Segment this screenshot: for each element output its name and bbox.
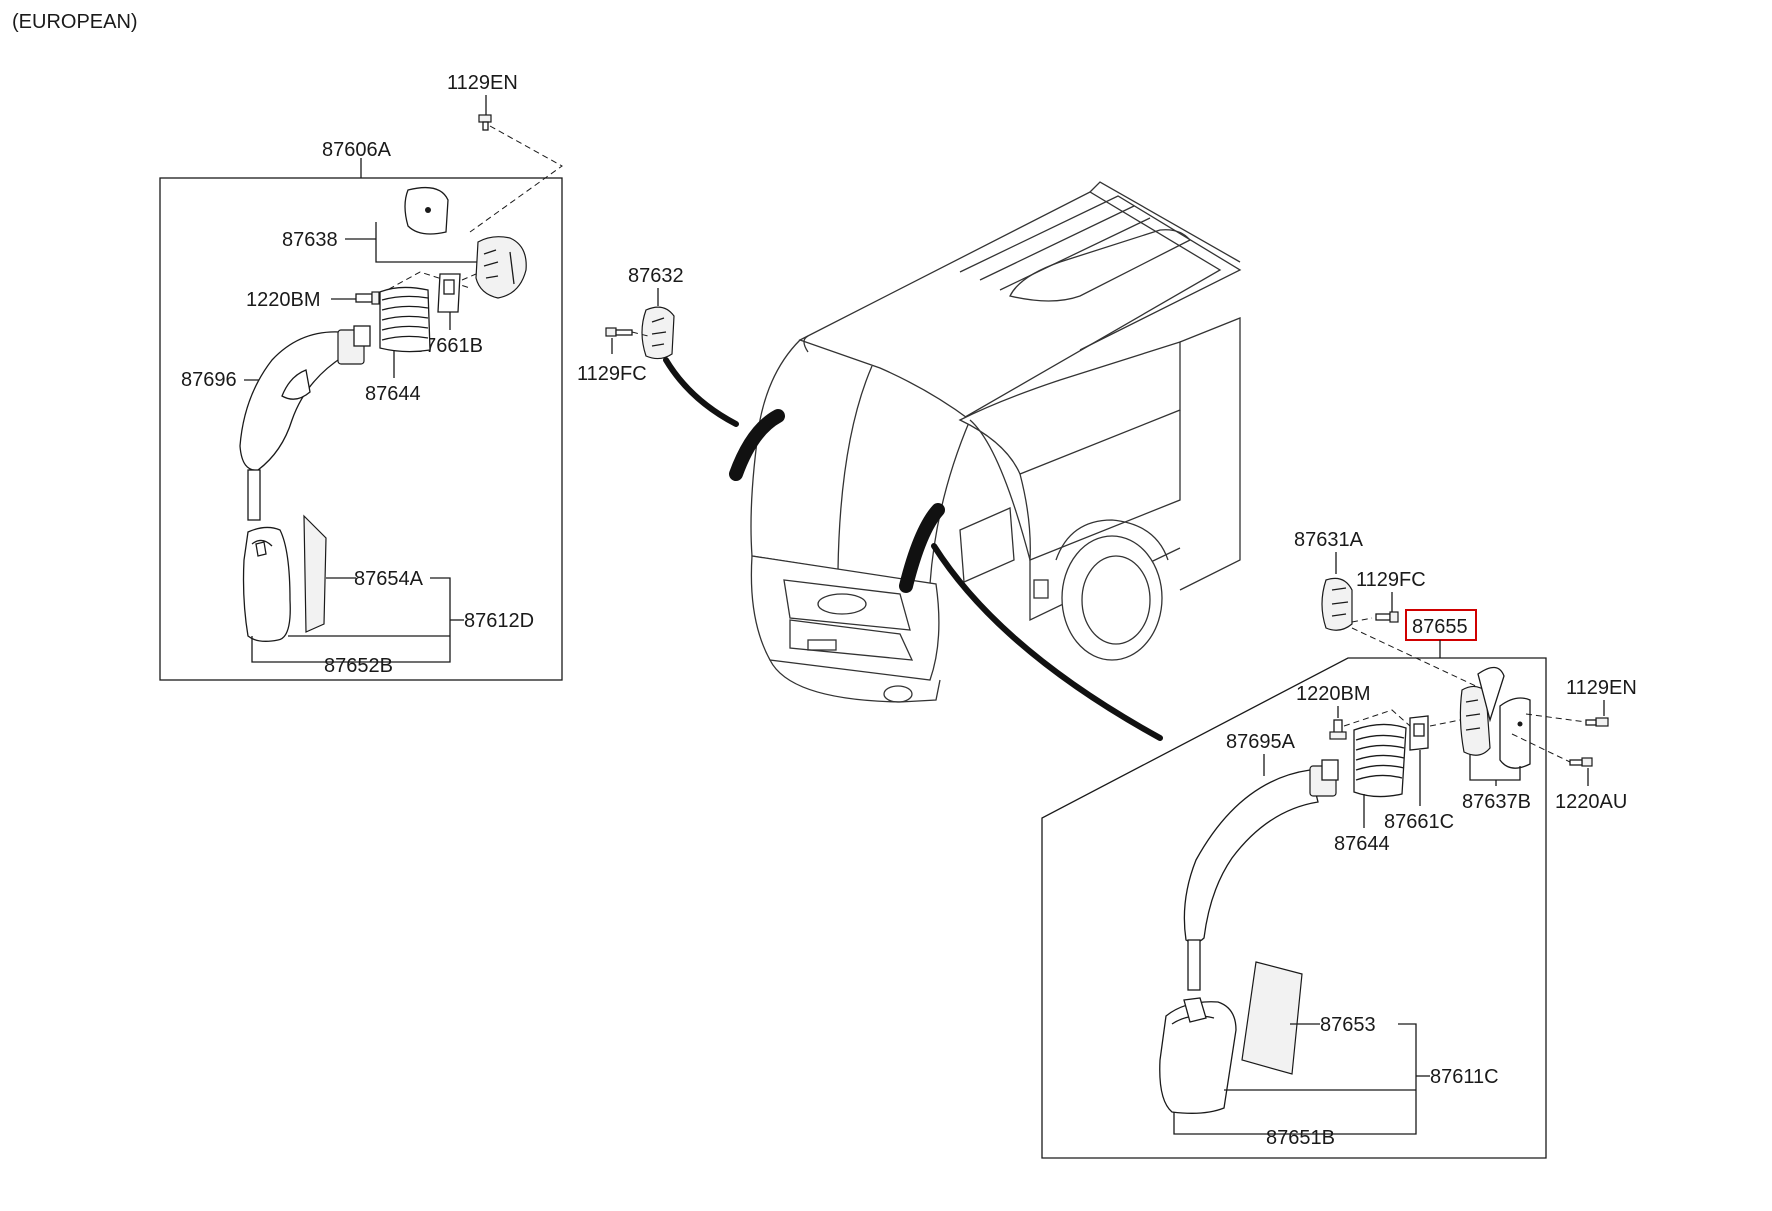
boot-87644-right-icon [1353,723,1407,798]
mirror-housing-87652b-icon [242,526,291,642]
label-1129fc-center[interactable]: 1129FC [577,363,647,385]
bus-right-mirror-arm-icon [899,503,945,593]
label-87632[interactable]: 87632 [628,265,684,287]
label-87651b[interactable]: 87651B [1266,1127,1335,1149]
label-87654a[interactable]: 87654A [354,568,424,590]
bolt-1129fc-center-icon [605,327,633,337]
mirror-arm-87695a-icon [1183,759,1339,991]
bolt-1129fc-right-icon [1375,611,1399,623]
label-87661c[interactable]: 87661C [1384,811,1454,833]
label-87612d[interactable]: 87612D [464,610,534,632]
label-1129fc-right[interactable]: 1129FC [1356,569,1426,591]
screw-1220bm-right-icon [1329,719,1347,740]
left-mirror-assembly: 87606A 1129EN 87638 1220BM 87661B [159,72,563,681]
label-87652b[interactable]: 87652B [324,655,393,677]
label-87606a[interactable]: 87606A [322,139,392,161]
bolt-1129en-right-icon [1585,717,1609,727]
bus-left-mirror-arm-icon [729,409,785,481]
label-1220bm-left[interactable]: 1220BM [246,289,321,311]
mirror-base-icon [475,236,527,299]
label-1220au[interactable]: 1220AU [1555,791,1627,813]
mirror-glass-87653-icon [1241,961,1303,1075]
base-87631a-icon [1321,577,1353,631]
boot-87644-left-icon [379,286,431,353]
mirror-base-right-icon [1459,666,1505,756]
highlight-box-87655 [1405,609,1477,641]
label-87655[interactable]: 87655 [1412,616,1468,638]
label-87661b[interactable]: 87661B [414,335,483,357]
label-1129en-left[interactable]: 1129EN [447,72,518,94]
label-1220bm-right[interactable]: 1220BM [1296,683,1371,705]
center-mount-parts: 87632 1129FC [577,265,739,427]
label-87696[interactable]: 87696 [181,369,237,391]
label-1129en-right[interactable]: 1129EN [1566,677,1637,699]
bus-illustration [729,181,1242,741]
label-87653[interactable]: 87653 [1320,1014,1376,1036]
bolt-1129en-left-icon [478,114,492,131]
label-87644-right[interactable]: 87644 [1334,833,1390,855]
mirror-cover-87637b-icon [1499,697,1531,769]
label-87611c[interactable]: 87611C [1430,1066,1499,1088]
screw-1220au-icon [1569,757,1593,767]
label-87644-left[interactable]: 87644 [365,383,421,405]
hose-right-icon [931,543,1163,741]
label-87638[interactable]: 87638 [282,229,338,251]
label-87631a[interactable]: 87631A [1294,529,1364,551]
region-label: (EUROPEAN) [12,11,138,33]
mirror-glass-87654a-icon [303,514,327,633]
mirror-arm-87696-icon [239,325,371,521]
label-87695a[interactable]: 87695A [1226,731,1296,753]
right-mirror-assembly: 87631A 1129FC 87655 87637B 1129EN [1041,529,1637,1159]
clip-87661c-icon [1409,715,1429,751]
mount-87632-icon [641,306,675,360]
label-87637b[interactable]: 87637B [1462,791,1531,813]
hose-left-icon [663,357,739,427]
screw-1220bm-left-icon [355,291,380,305]
mirror-housing-87651b-icon [1159,997,1237,1114]
right-assembly-frame [1041,657,1547,1159]
